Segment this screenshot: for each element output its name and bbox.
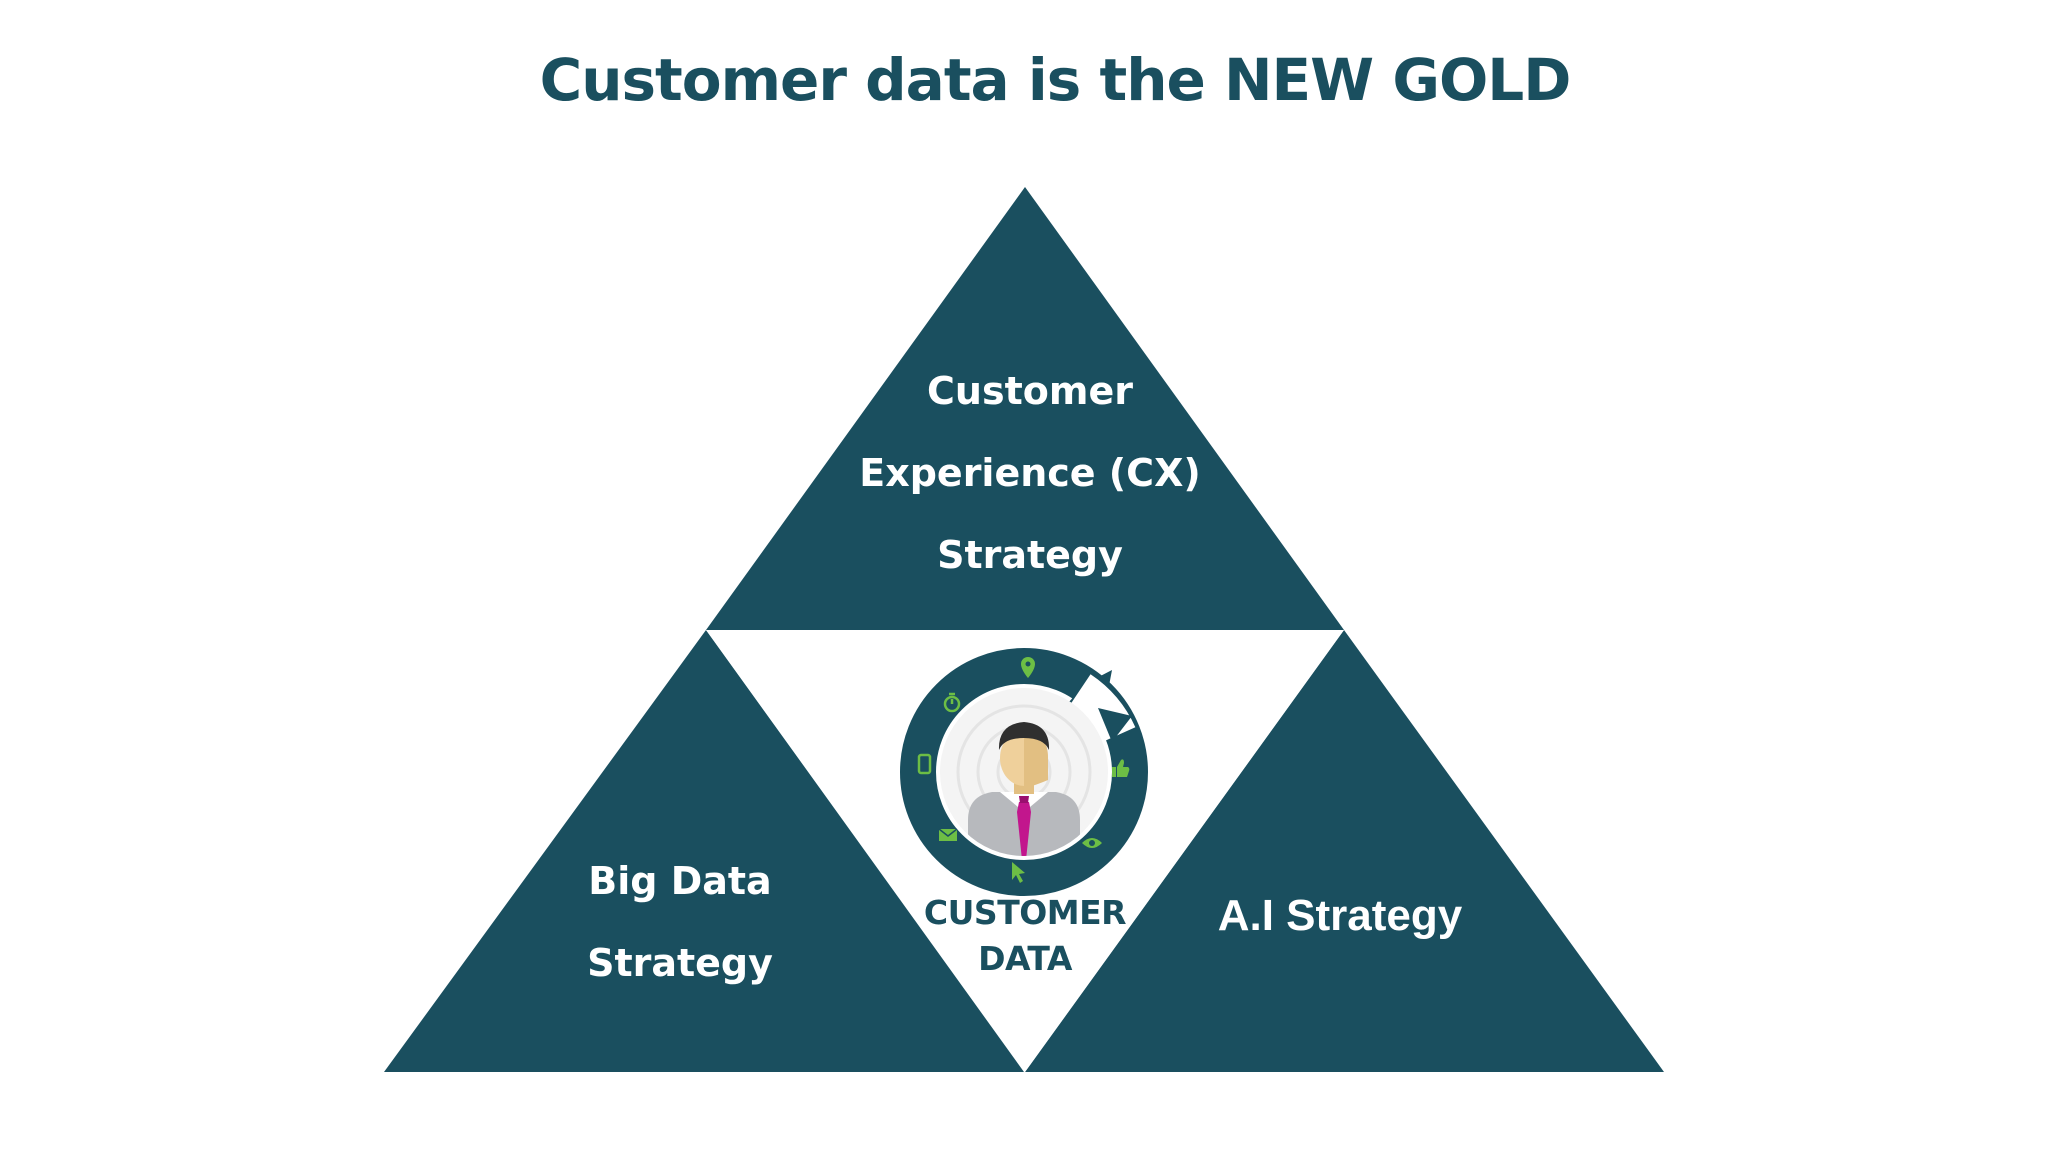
big-data-line-1: Big Data [588,859,772,903]
cx-strategy-label: Customer Experience (CX) Strategy [820,350,1240,596]
page-title: Customer data is the NEW GOLD [539,46,1572,114]
cx-strategy-line-3: Strategy [937,533,1123,577]
location-pin-icon [1021,657,1035,678]
ai-strategy-line-1: A.I Strategy [1217,891,1463,940]
big-data-line-2: Strategy [587,941,773,985]
customer-data-label: CUSTOMER DATA [900,890,1150,982]
smartphone-icon [917,753,932,775]
big-data-strategy-label: Big Data Strategy [530,840,830,1004]
person-icon [968,722,1080,856]
right-triangle [1025,630,1664,1072]
eye-icon [1082,838,1102,848]
customer-data-line-2: DATA [978,939,1072,978]
cursor-icon [1012,862,1025,883]
cx-strategy-line-1: Customer [927,369,1133,413]
customer-data-emblem [900,648,1148,896]
top-triangle [706,187,1344,630]
cx-strategy-line-2: Experience (CX) [859,451,1201,495]
timer-icon [943,692,961,713]
thumbs-up-icon [1112,759,1130,777]
left-triangle [384,630,1024,1072]
ai-strategy-label: A.I Strategy [1140,888,1540,944]
email-icon [938,828,958,841]
customer-data-line-1: CUSTOMER [923,893,1127,932]
